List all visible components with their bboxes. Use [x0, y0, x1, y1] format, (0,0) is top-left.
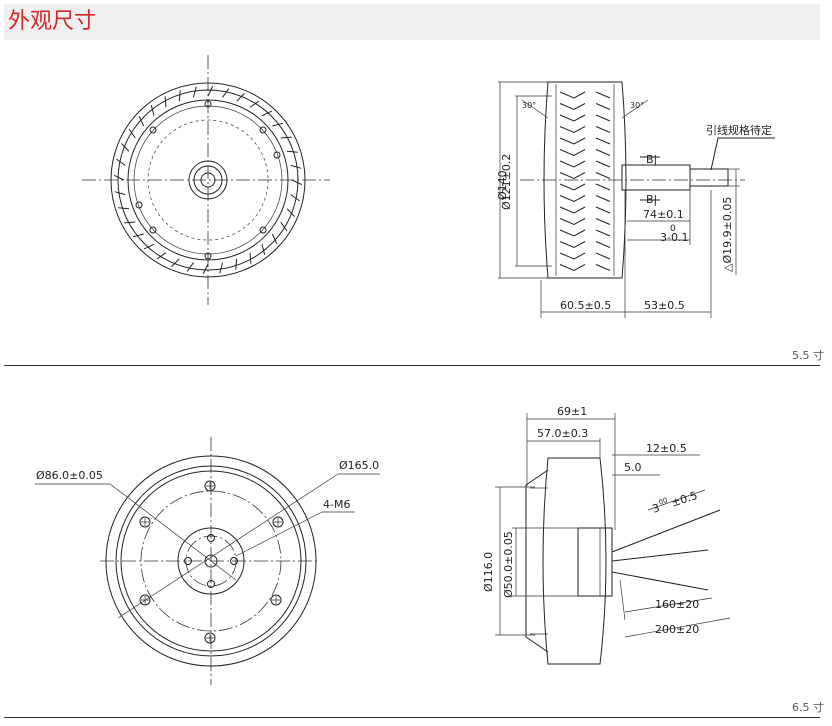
- tread-mark: [249, 252, 252, 264]
- tread-mark: [280, 221, 288, 232]
- dia-86-label: Ø86.0±0.05: [36, 469, 103, 482]
- side-tread-mark: [559, 241, 611, 249]
- dia-165-label: Ø165.0: [339, 459, 379, 472]
- m6-holes: [184, 534, 238, 588]
- tread-mark: [143, 243, 155, 250]
- dim-300-tol: ±0.5: [670, 489, 699, 510]
- tread-mark: [164, 96, 167, 108]
- tread-pattern: [113, 85, 303, 275]
- tread-mark: [280, 136, 292, 139]
- dim-60-5-label: 60.5±0.5: [560, 299, 611, 312]
- tread-mark: [235, 258, 238, 270]
- side-tread-mark: [559, 149, 611, 157]
- tread-mark: [116, 158, 126, 166]
- side-tread-mark: [559, 195, 611, 203]
- tread-mark: [156, 252, 167, 260]
- tread-mark: [132, 233, 144, 238]
- tread-mark: [124, 221, 136, 224]
- size-label-6-5: 6.5 寸: [792, 701, 824, 714]
- tread-mark: [286, 150, 298, 153]
- tread-mark: [128, 128, 136, 139]
- tread-mark: [178, 90, 181, 102]
- dia-50-label: Ø50.0±0.05: [502, 531, 515, 598]
- tread-mark: [138, 115, 145, 127]
- side-tread-mark: [559, 229, 611, 237]
- dia-116-label: Ø116.0: [482, 552, 495, 592]
- dia-19-9-label: △Ø19.9±0.05: [721, 197, 734, 272]
- angle-right-label: 30°: [630, 101, 644, 110]
- tread-mark: [271, 233, 278, 245]
- dim-69-label: 69±1: [557, 405, 587, 418]
- side-tread-mark: [559, 206, 611, 214]
- side-tread-mark: [559, 114, 611, 122]
- tread-mark: [118, 207, 130, 210]
- tread-mark: [186, 262, 194, 272]
- tread-mark: [290, 194, 300, 202]
- section-divider: [4, 365, 820, 366]
- tread-mark: [286, 208, 295, 217]
- side-tread-mark: [559, 183, 611, 191]
- dim-3-upper: 0: [670, 224, 676, 234]
- page-title: 外观尺寸: [8, 9, 97, 34]
- section-b-lower: B|: [646, 193, 657, 206]
- tread-mark: [192, 86, 197, 98]
- dim-300-sup: 00: [658, 496, 669, 506]
- dim-300-label: 3 00 ±0.5: [651, 489, 699, 516]
- tread-mark: [121, 143, 130, 152]
- section-header: 外观尺寸: [4, 4, 820, 40]
- dim-300-base: 3: [651, 501, 662, 516]
- dim-57-label: 57.0±0.3: [537, 427, 588, 440]
- tread-mark: [290, 164, 302, 169]
- side-tread-pattern: [559, 91, 611, 272]
- dim-3-label: 3-0.1: [660, 231, 688, 244]
- side-tread-mark: [559, 126, 611, 134]
- dia-140-label: Ø140: [496, 170, 509, 200]
- tread-mark: [114, 191, 126, 196]
- tread-mark: [261, 110, 273, 117]
- angle-left-label: 30°: [522, 101, 536, 110]
- front-view-6-5: [35, 437, 380, 685]
- tread-mark: [291, 179, 303, 186]
- side-tread-mark: [559, 172, 611, 180]
- side-tread-mark: [559, 91, 611, 99]
- dim-5-label: 5.0: [624, 461, 642, 474]
- size-label-5-5: 5.5 寸: [792, 349, 824, 362]
- dia-121-label: Ø121±0.2: [500, 154, 513, 210]
- tread-mark: [249, 100, 260, 108]
- dim-12-label: 12±0.5: [646, 442, 687, 455]
- tread-mark: [113, 174, 125, 181]
- tread-mark: [222, 88, 230, 98]
- tread-mark: [171, 258, 180, 267]
- tread-mark: [207, 85, 214, 97]
- dim-74-label: 74±0.1: [643, 208, 684, 221]
- outer-bolts: [139, 480, 284, 644]
- dim-200-label: 200±20: [655, 623, 699, 636]
- tread-mark: [261, 244, 266, 256]
- side-tread-mark: [559, 160, 611, 168]
- side-view-5-5: [498, 81, 775, 318]
- side-tread-mark: [559, 264, 611, 272]
- lead-spec-label: 引线规格待定: [706, 123, 772, 137]
- tread-mark: [150, 104, 155, 116]
- tread-mark: [272, 122, 284, 127]
- side-tread-mark: [559, 103, 611, 111]
- side-view-6-5: [495, 413, 731, 665]
- dim-53-label: 53±0.5: [644, 299, 685, 312]
- dim-160-label: 160±20: [655, 598, 699, 611]
- side-tread-mark: [559, 252, 611, 260]
- side-tread-mark: [559, 137, 611, 145]
- side-tread-mark: [559, 218, 611, 226]
- m6-label: 4-M6: [323, 498, 350, 511]
- tread-mark: [236, 93, 245, 102]
- section-b-upper: B|: [646, 153, 657, 166]
- screw-holes: [135, 100, 281, 260]
- tread-mark: [219, 262, 224, 274]
- tread-mark: [202, 263, 209, 275]
- section-divider: [4, 717, 820, 718]
- front-view-5-5: [82, 55, 330, 305]
